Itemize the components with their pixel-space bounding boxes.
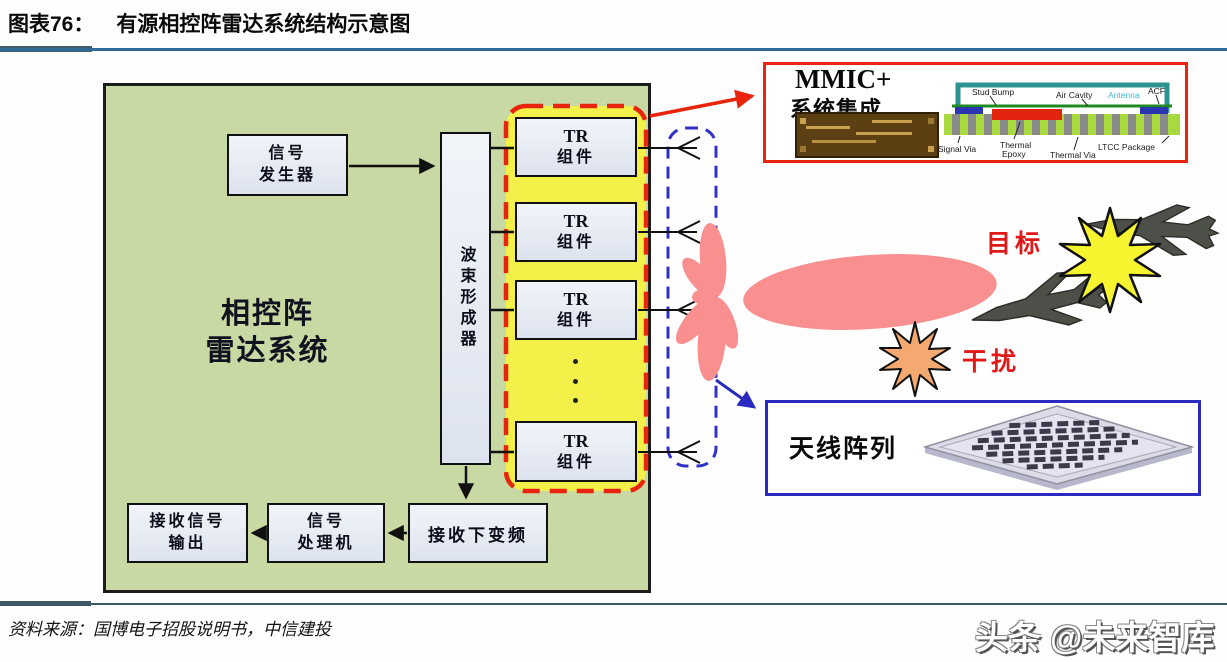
side-lobe [675, 295, 719, 345]
fighter-jet-icon [1084, 198, 1221, 259]
footer-divider [0, 603, 1227, 605]
fighter-jet-icon [965, 262, 1114, 347]
mmic-title: MMIC+ [795, 64, 892, 94]
arrow-to-mmic-callout [649, 89, 755, 118]
figure-title-row: 图表76： 有源相控阵雷达系统结构示意图 [8, 8, 410, 38]
target-starburst-icon [1058, 206, 1162, 314]
signal-processor-box: 信号 处理机 [267, 503, 385, 563]
receive-downconversion-box: 接收下变频 [408, 503, 548, 563]
tr-module-2: TR 组件 [515, 202, 637, 262]
receive-output-box: 接收信号 输出 [127, 503, 248, 563]
arrow-to-antenna-callout [715, 378, 757, 409]
figure-number: 图表76： [8, 13, 95, 36]
mmic-subtitle: 系统集成 [790, 97, 883, 122]
system-name: 相控阵 雷达系统 [205, 298, 330, 367]
side-lobe [699, 223, 727, 297]
watermark: 头条 @未来智库 [975, 619, 1215, 656]
side-lobe [711, 297, 739, 349]
jam-starburst-icon [879, 321, 951, 397]
figure-title: 有源相控阵雷达系统结构示意图 [116, 13, 411, 36]
target-label: 目标 [986, 230, 1045, 258]
side-lobe [697, 297, 727, 381]
side-lobe [692, 289, 716, 305]
signal-generator-box: 信号 发生器 [227, 134, 348, 196]
beamformer-box: 波束形成器 [440, 132, 491, 465]
antenna-column-dashed-outline [666, 126, 718, 468]
source-note: 资料来源：国博电子招股说明书，中信建投 [8, 620, 331, 639]
radar-beam [675, 223, 997, 381]
tr-module-3: TR 组件 [515, 280, 637, 340]
main-lobe [743, 254, 997, 330]
ellipsis-dot [573, 359, 578, 364]
jam-label: 干扰 [962, 348, 1021, 376]
header-divider [0, 48, 1227, 51]
tr-module-n: TR 组件 [515, 421, 637, 482]
ellipsis-dot [573, 398, 578, 403]
tr-module-1: TR 组件 [515, 117, 637, 177]
ellipsis-dot [573, 379, 578, 384]
antenna-array-label: 天线阵列 [789, 435, 898, 463]
side-lobe [682, 257, 718, 299]
